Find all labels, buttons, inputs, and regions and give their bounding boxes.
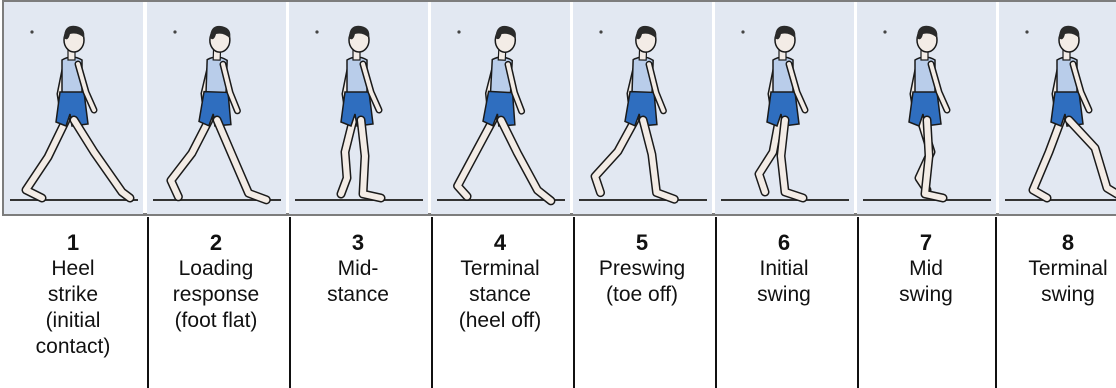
marker-dot <box>741 30 744 33</box>
phase-illustration <box>4 2 143 214</box>
marker-dot <box>315 30 318 33</box>
column-divider <box>857 217 859 388</box>
phase-number: 3 <box>288 230 428 256</box>
column-divider <box>995 217 997 388</box>
marker-dot <box>1025 30 1028 33</box>
marker-dot <box>173 30 176 33</box>
marker-dot <box>883 30 886 33</box>
phase-name: Terminal swing <box>998 256 1116 308</box>
phase-number: 1 <box>3 230 143 256</box>
marker-dot <box>30 30 33 33</box>
phase-illustration <box>431 2 570 214</box>
phase-name: Mid- stance <box>288 256 428 308</box>
phase-number: 6 <box>714 230 854 256</box>
phase-name: Heel strike (initial contact) <box>3 256 143 360</box>
phase-name: Mid swing <box>856 256 996 308</box>
phase-illustration <box>147 2 286 214</box>
phase-illustration <box>573 2 712 214</box>
phase-name: Preswing (toe off) <box>572 256 712 308</box>
column-divider <box>147 217 149 388</box>
phase-number: 7 <box>856 230 996 256</box>
column-divider <box>431 217 433 388</box>
marker-dot <box>457 30 460 33</box>
phase-number: 8 <box>998 230 1116 256</box>
column-divider <box>715 217 717 388</box>
column-divider <box>289 217 291 388</box>
phase-name: Loading response (foot flat) <box>146 256 286 334</box>
phase-illustration <box>715 2 854 214</box>
phase-name: Initial swing <box>714 256 854 308</box>
phase-illustration <box>289 2 428 214</box>
phase-name: Terminal stance (heel off) <box>430 256 570 334</box>
phase-number: 5 <box>572 230 712 256</box>
column-divider <box>573 217 575 388</box>
phase-illustration <box>999 2 1116 214</box>
phase-number: 2 <box>146 230 286 256</box>
marker-dot <box>599 30 602 33</box>
phase-number: 4 <box>430 230 570 256</box>
phase-illustration <box>857 2 996 214</box>
